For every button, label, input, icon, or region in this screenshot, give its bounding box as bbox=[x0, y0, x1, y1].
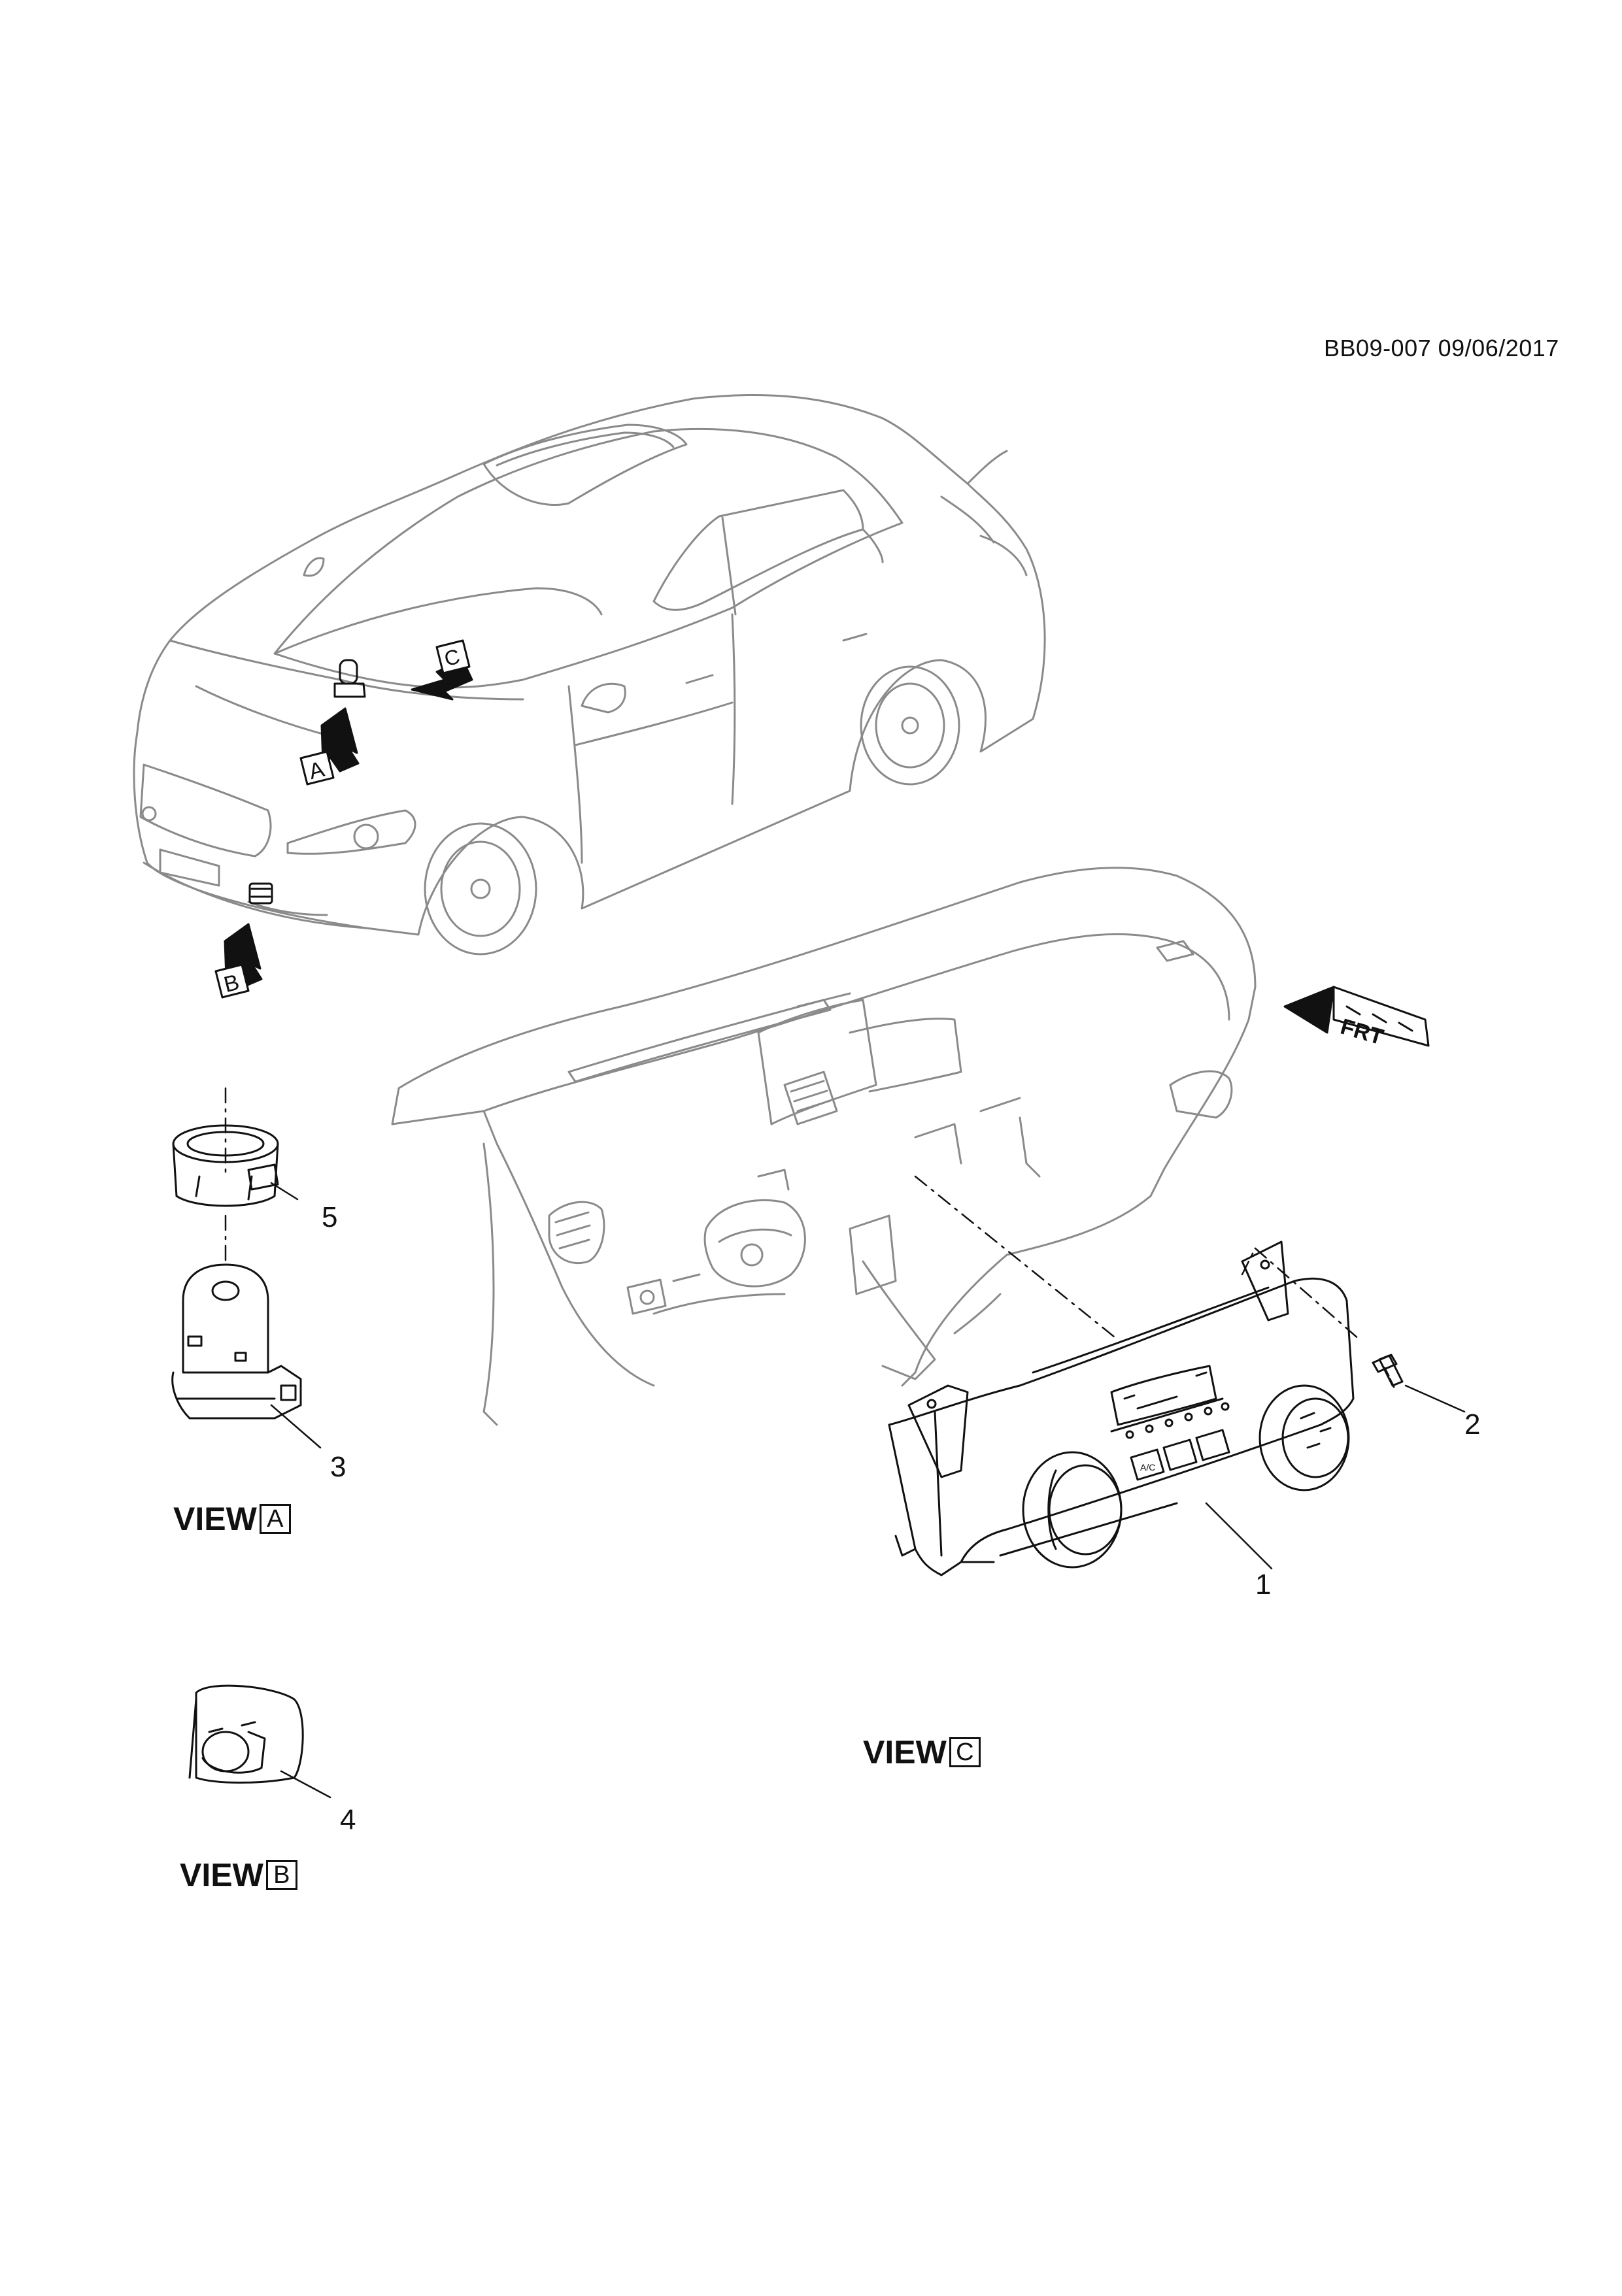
frt-arrow-icon bbox=[1283, 986, 1430, 1047]
view-b-label: VIEW B bbox=[180, 1856, 297, 1894]
callout-leaders bbox=[270, 1182, 1466, 1799]
view-arrow-a bbox=[299, 707, 360, 786]
view-a-text: VIEW bbox=[173, 1501, 257, 1537]
view-b-text: VIEW bbox=[180, 1857, 263, 1893]
document-id: BB09-007 09/06/2017 bbox=[1324, 335, 1559, 361]
callout-3: 3 bbox=[330, 1451, 346, 1483]
leader-panel-vertical bbox=[1241, 1247, 1257, 1276]
callout-5: 5 bbox=[322, 1201, 338, 1233]
sensor-part-4 bbox=[188, 1684, 304, 1784]
view-a-label: VIEW A bbox=[173, 1500, 291, 1538]
callout-2: 2 bbox=[1464, 1408, 1481, 1440]
view-arrow-c bbox=[411, 639, 473, 701]
dashboard-illustration bbox=[391, 867, 1257, 1426]
callout-1: 1 bbox=[1255, 1569, 1272, 1601]
leader-dash-to-panel bbox=[914, 1175, 1361, 1341]
view-b-letter: B bbox=[265, 1860, 297, 1890]
retainer-part-5 bbox=[172, 1124, 279, 1207]
hvac-control-panel: A/C bbox=[888, 1240, 1355, 1576]
sensor-part-3 bbox=[171, 1263, 302, 1420]
view-c-label: VIEW C bbox=[863, 1733, 981, 1771]
sensor-on-car-a bbox=[333, 659, 366, 698]
view-c-letter: C bbox=[949, 1737, 981, 1767]
vehicle-illustration bbox=[133, 393, 1046, 956]
view-c-text: VIEW bbox=[863, 1734, 947, 1771]
view-arrow-b bbox=[214, 923, 263, 999]
callout-4: 4 bbox=[340, 1804, 356, 1836]
screw-part-2 bbox=[1372, 1354, 1404, 1388]
sensor-on-car-b bbox=[248, 882, 273, 905]
view-a-letter: A bbox=[259, 1504, 291, 1534]
svg-text:A/C: A/C bbox=[1140, 1462, 1155, 1472]
